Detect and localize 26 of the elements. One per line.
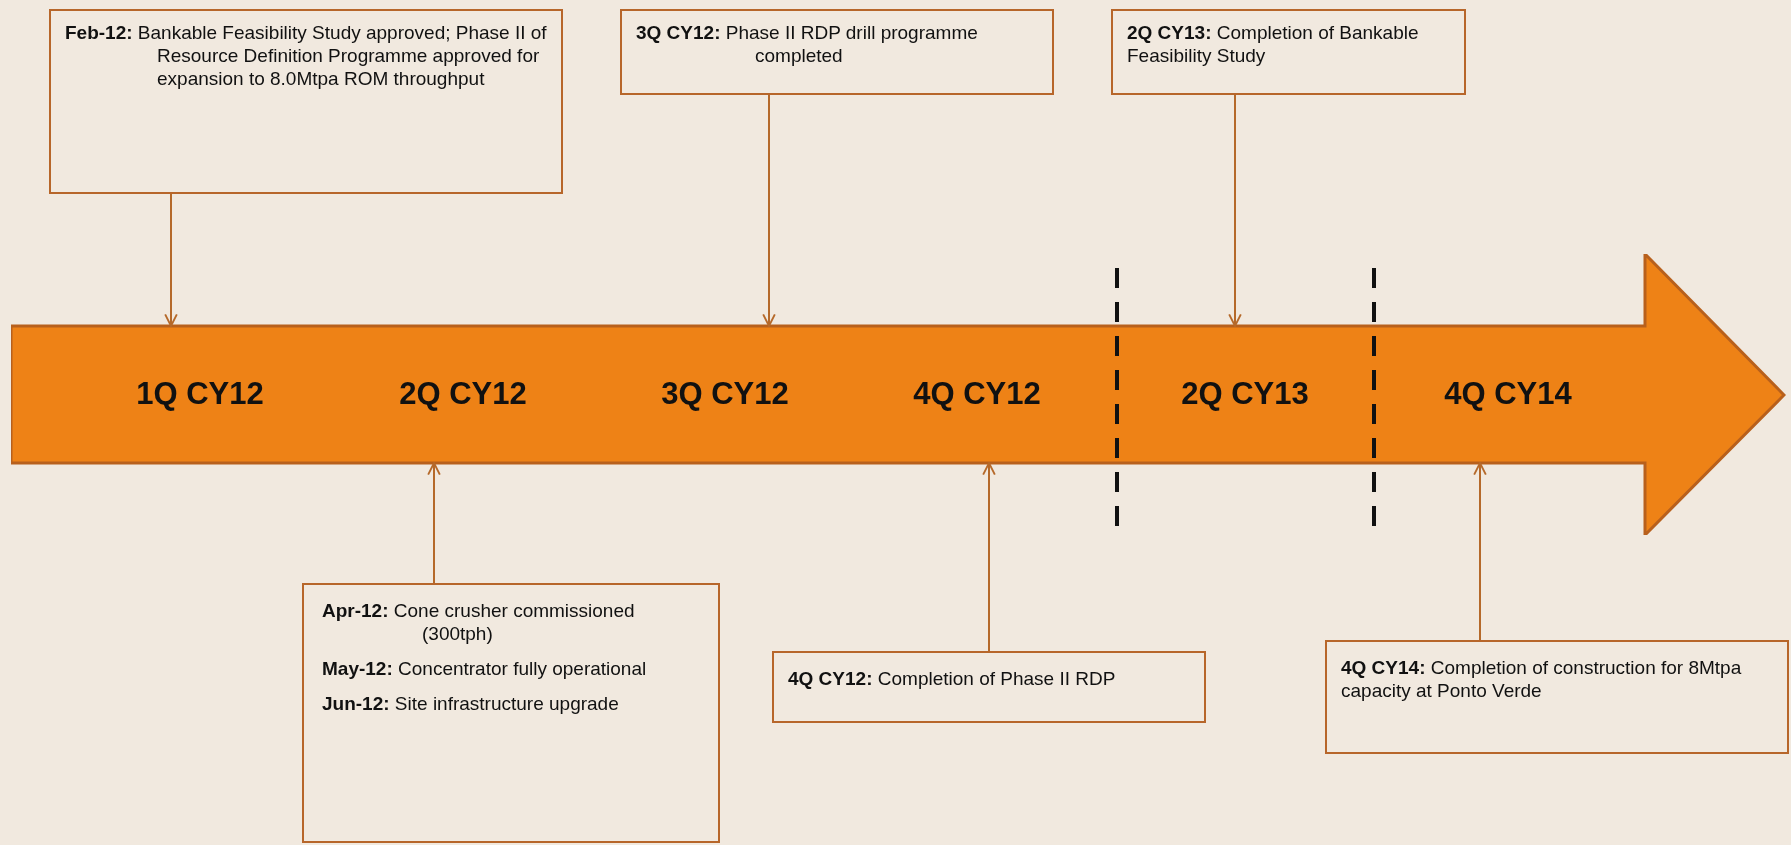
quarter-label: 4Q CY12: [913, 376, 1041, 412]
arrow: [762, 94, 776, 327]
arrow: [1473, 462, 1487, 641]
quarter-label: 2Q CY12: [399, 376, 527, 412]
callout-box: [1325, 640, 1789, 754]
callout-box: [1111, 9, 1466, 95]
arrow: [982, 462, 996, 652]
quarter-label: 4Q CY14: [1444, 376, 1572, 412]
arrow: [1228, 94, 1242, 327]
callout-box: [620, 9, 1054, 95]
event-text: 3Q CY12: Phase II RDP drill programme completed: [636, 21, 979, 67]
event-text: 2Q CY13: Completion of Bankable Feasibility Study: [1127, 21, 1420, 67]
quarter-label: 1Q CY12: [136, 376, 264, 412]
event-text: Feb-12: Bankable Feasibility Study approved; Phase II of Resource Definition Programme approved for expansion to 8.0Mtpa ROM throughput: [65, 21, 547, 90]
event-text: Jun-12: Site infrastructure upgrade: [322, 692, 620, 715]
callout-box: [302, 583, 720, 843]
event-text: Apr-12: Cone crusher commissioned (300tph): [322, 599, 636, 645]
arrow: [164, 193, 178, 327]
event-text: May-12: Concentrator fully operational: [322, 657, 648, 680]
arrow: [427, 462, 441, 584]
callout-box: [772, 651, 1206, 723]
quarter-label: 2Q CY13: [1181, 376, 1309, 412]
quarter-label: 3Q CY12: [661, 376, 789, 412]
callout-box: [49, 9, 563, 194]
event-text: 4Q CY14: Completion of construction for 8Mtpa capacity at Ponto Verde: [1341, 656, 1743, 702]
event-text: 4Q CY12: Completion of Phase II RDP: [788, 667, 1117, 690]
